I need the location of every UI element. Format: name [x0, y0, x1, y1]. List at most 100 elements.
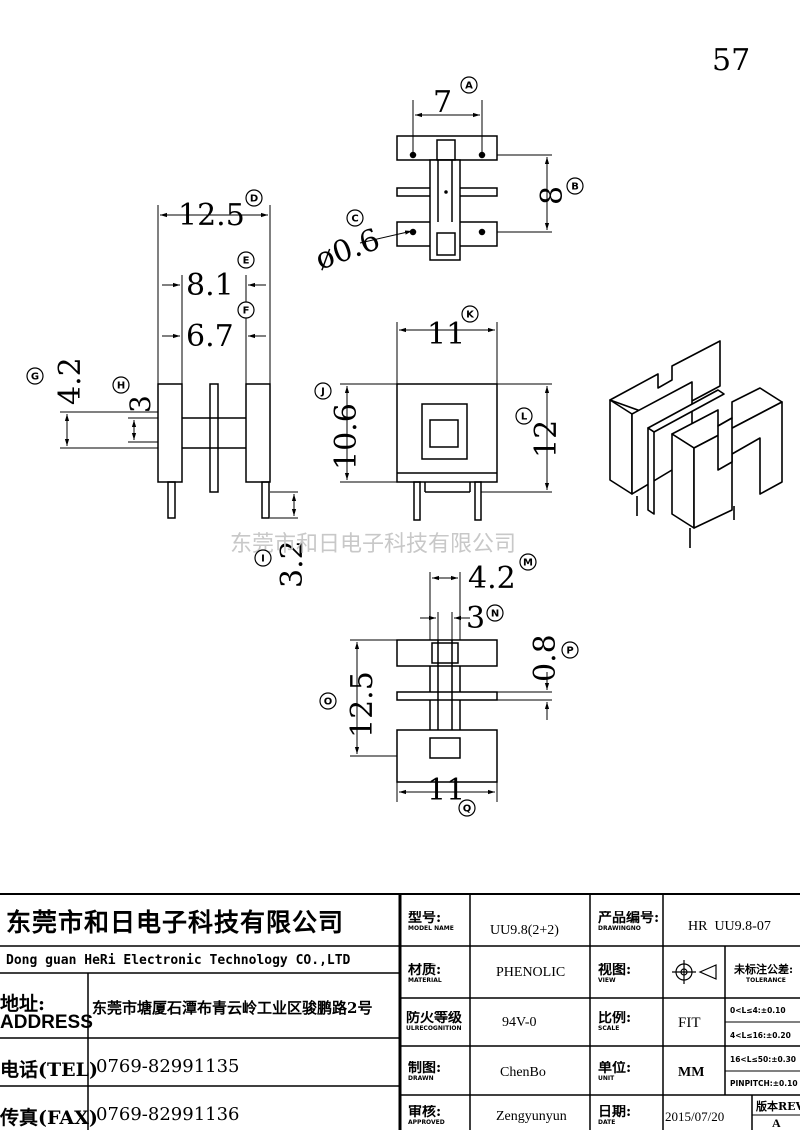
callout-letter-p: P [566, 646, 573, 657]
unit-value: MM [678, 1065, 705, 1080]
dim-B-value: 8 [535, 186, 570, 205]
approved-sublabel: APPROVED [408, 1119, 445, 1126]
dim-P-value: 0.8 [528, 634, 563, 682]
side-view [60, 205, 298, 519]
model-label-cell: 型号: MODEL NAME [408, 911, 454, 932]
callout-circle-e [237, 251, 255, 269]
callout-circle-c [346, 209, 364, 227]
callout-circle-f [237, 301, 255, 319]
callout-circle-o [319, 692, 337, 710]
revision-value: A [772, 1117, 781, 1129]
dim-C-value: ø0.6 [311, 222, 385, 277]
callout-circle-j [314, 382, 332, 400]
title-block-grid [0, 893, 800, 1130]
isometric-view [609, 340, 783, 548]
dim-F-value: 6.7 [186, 319, 234, 354]
drawing-no-label-cell: 产品编号: DRAWINGNO [598, 911, 659, 932]
tolerance-sublabel: TOLERANCE [746, 977, 786, 984]
page-number: 57 [712, 43, 750, 78]
tolerance-label: 未标注公差: [734, 963, 794, 976]
tolerance-line-4: PINPITCH:±0.10 [730, 1079, 798, 1088]
dim-A-value: 7 [433, 85, 452, 120]
unit-sublabel: UNIT [598, 1075, 615, 1082]
date-value: 2015/07/20 [665, 1109, 725, 1124]
scale-label: 比例: [598, 1011, 632, 1026]
callout-letter-m: M [523, 558, 533, 569]
callout-circle-l [515, 407, 533, 425]
callout-letter-c: C [351, 214, 358, 225]
date-label: 日期: [598, 1105, 632, 1120]
bottom-view [350, 572, 552, 802]
drawn-label-cell: 制图: DRAWN [408, 1061, 441, 1082]
company-name-cn: 东莞市和日电子科技有限公司 [6, 908, 345, 937]
material-value: PHENOLIC [496, 965, 566, 980]
dim-M-value: 4.2 [468, 561, 516, 596]
callout-letter-h: H [117, 381, 125, 392]
date-label-cell: 日期: DATE [598, 1105, 631, 1126]
callout-circle-k [461, 305, 479, 323]
callout-circle-d [245, 189, 263, 207]
callout-letter-o: O [324, 697, 333, 708]
callout-letter-f: F [243, 306, 250, 317]
unit-label: 单位: [598, 1061, 632, 1076]
model-sublabel: MODEL NAME [408, 925, 454, 932]
dim-K-value: 11 [427, 317, 465, 352]
dim-J-value: 10.6 [329, 403, 364, 470]
drawing-no-sublabel: DRAWINGNO [598, 925, 641, 932]
scale-sublabel: SCALE [598, 1025, 620, 1032]
tel-value: 0769-82991135 [96, 1056, 240, 1077]
scale-value: FIT [678, 1015, 701, 1031]
revision-label: 版本REV [756, 1100, 800, 1113]
flame-value: 94V-0 [502, 1015, 537, 1030]
dim-I-value: 3.2 [275, 540, 310, 588]
callout-letter-a: A [465, 81, 473, 92]
callout-letter-j: J [320, 387, 325, 398]
dim-O-value: 12.5 [345, 671, 380, 738]
dim-N-value: 3 [466, 601, 485, 636]
approved-value: Zengyunyun [496, 1109, 567, 1124]
flame-label: 防火等级 [406, 1011, 462, 1026]
callout-letter-d: D [250, 194, 258, 205]
callout-circle-g [26, 367, 44, 385]
approved-label: 审核: [408, 1105, 442, 1120]
callout-letter-i: I [261, 554, 265, 565]
callout-circle-a [460, 76, 478, 94]
projection-symbol-icon [672, 960, 717, 984]
callout-letter-n: N [491, 609, 499, 620]
callout-circle-m [519, 553, 537, 571]
fax-label: 传真(FAX) [0, 1107, 98, 1129]
front-view [340, 322, 552, 521]
company-name-en: Dong guan HeRi Electronic Technology CO.… [6, 953, 351, 968]
callout-circle-p [561, 641, 579, 659]
flame-sublabel: ULRECOGNITION [406, 1025, 462, 1032]
callout-circle-h [112, 376, 130, 394]
dim-H-value: 3 [124, 395, 157, 413]
tolerance-line-2: 4<L≤16:±0.20 [730, 1031, 791, 1040]
callout-letter-e: E [243, 256, 250, 267]
drawn-label: 制图: [408, 1061, 442, 1076]
material-sublabel: MATERIAL [408, 977, 442, 984]
unit-label-cell: 单位: UNIT [598, 1061, 631, 1082]
drawn-value: ChenBo [500, 1065, 546, 1080]
drawing-no-label: 产品编号: [598, 911, 660, 926]
material-label: 材质: [408, 963, 442, 978]
technical-drawing: 57 7 8 ø0.6 [26, 43, 783, 817]
callout-circle-i [254, 549, 272, 567]
view-label-cell: 视图: VIEW [598, 963, 631, 984]
callout-circle-q [458, 799, 476, 817]
watermark-text: 东莞市和日电子科技有限公司 [230, 532, 516, 557]
flame-label-cell: 防火等级 ULRECOGNITION [406, 1011, 462, 1032]
address-value: 东莞市塘厦石潭布青云岭工业区骏鹏路2号 [92, 999, 373, 1017]
view-label: 视图: [598, 963, 632, 978]
approved-label-cell: 审核: APPROVED [408, 1105, 445, 1126]
view-sublabel: VIEW [598, 977, 616, 984]
scale-label-cell: 比例: SCALE [598, 1011, 631, 1032]
callout-letter-g: G [31, 372, 39, 383]
dim-G-value: 4.2 [53, 357, 88, 405]
address-label-cn: 地址: [0, 993, 46, 1015]
dim-L-value: 12 [529, 420, 564, 458]
callout-circle-b [566, 177, 584, 195]
address-label-en: ADDRESS [0, 1012, 93, 1033]
fax-value: 0769-82991136 [96, 1104, 240, 1125]
callout-letter-q: Q [463, 804, 472, 815]
